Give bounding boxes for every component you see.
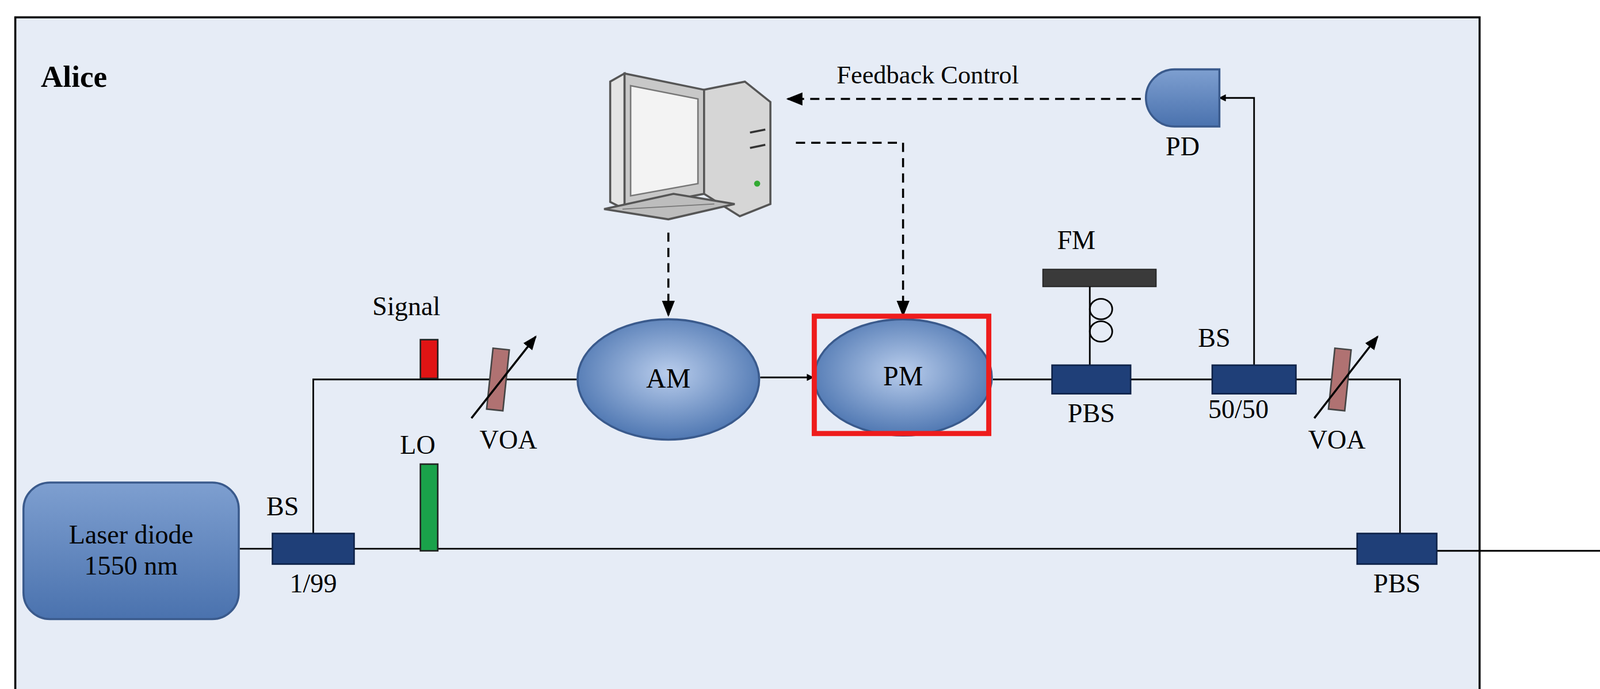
node-shape [1052, 365, 1132, 395]
computer-icon [604, 73, 771, 220]
keyboard-keys [622, 204, 715, 210]
monitor-side [610, 73, 625, 210]
fiber-connector [353, 548, 1357, 551]
component-label: Laser diode 1550 nm [49, 520, 213, 582]
component-label: BS [1197, 324, 1231, 354]
splitter-outline [1052, 365, 1132, 395]
laser-box: Laser diode 1550 nm [22, 481, 240, 621]
control-line [667, 232, 670, 316]
component-label: 1/99 [289, 570, 337, 600]
voa-symbol [486, 348, 510, 411]
component-label: AM [646, 363, 691, 396]
fiber-connector [312, 379, 577, 534]
node-shape [272, 533, 355, 565]
voa-symbol [1328, 348, 1351, 411]
voa-body [1328, 348, 1351, 411]
monitor-body [624, 73, 704, 210]
feedback-line [787, 97, 1141, 101]
node-inner: PM [813, 318, 994, 437]
control-line [795, 142, 903, 316]
polarizing-beam-splitter: PBS [1052, 365, 1132, 395]
voa-arrow [471, 336, 536, 419]
node-inner: AM [576, 318, 761, 441]
splitter-outline [272, 533, 355, 565]
modulator-outline [577, 319, 760, 440]
fiber-connector [1130, 378, 1213, 381]
photodiode: PD [1146, 69, 1220, 127]
fiber-connector [993, 378, 1053, 381]
splitter-outline [1212, 365, 1296, 395]
splitter-outline [1357, 533, 1437, 565]
signal-marker [420, 340, 438, 379]
modulator-ellipse: PM [813, 318, 994, 437]
component-label: PBS [1373, 570, 1421, 600]
computer-tower [704, 81, 771, 217]
modulator-ellipse: AM [576, 318, 761, 441]
tower-slot [750, 129, 766, 133]
fiber-connector [1295, 379, 1400, 534]
component-label: PBS [1067, 399, 1115, 430]
node-inner: Laser diode 1550 nm [22, 481, 240, 621]
output-fiber [1436, 550, 1600, 552]
component-label: Feedback Control [836, 60, 1019, 90]
component-label: 50/50 [1208, 395, 1269, 426]
component-label: BS [266, 493, 299, 523]
component-label: PM [883, 361, 923, 394]
faraday-mirror [1043, 269, 1157, 287]
highlight-box [814, 316, 989, 434]
lo-marker [420, 464, 438, 552]
keyboard [604, 193, 735, 220]
modulator-outline [814, 319, 992, 436]
node-shape [1357, 533, 1437, 565]
mirror-fiber [1089, 286, 1091, 366]
component-label: VOA [1308, 426, 1366, 456]
component-label: LO [399, 431, 435, 461]
component-label: Signal [372, 292, 441, 323]
node-shape [1146, 69, 1220, 127]
monitor-screen [630, 85, 698, 197]
polarizing-beam-splitter: PBS [1357, 533, 1437, 565]
fiber-coil [1089, 321, 1113, 342]
fiber-connector [239, 548, 273, 551]
component-label: FM [1056, 226, 1096, 257]
alice-panel [15, 17, 1480, 689]
voa-body [486, 348, 510, 411]
voa-arrow [1314, 336, 1378, 419]
tower-led [754, 180, 761, 187]
photodiode-outline [1146, 69, 1220, 127]
component-label: PD [1165, 132, 1200, 163]
node-shape [1212, 365, 1296, 395]
tower-slot [750, 144, 766, 148]
panel-title: Alice [40, 59, 108, 94]
beam-splitter: BS1/99 [272, 533, 355, 565]
beam-splitter: BS50/50 [1212, 365, 1296, 395]
component-label: VOA [479, 426, 538, 456]
fiber-coil [1089, 299, 1113, 320]
fiber-connector [760, 376, 813, 379]
laser-outline [23, 482, 239, 620]
